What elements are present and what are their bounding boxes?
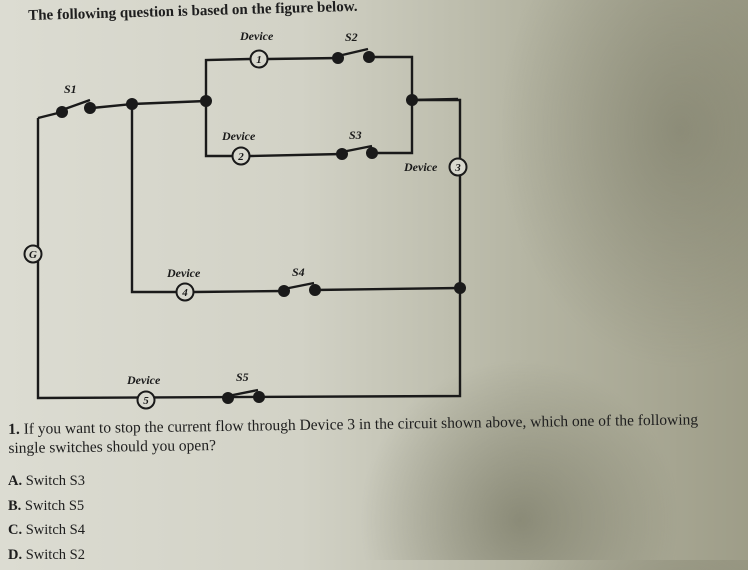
generator-label: G [29, 249, 37, 261]
device-1: Device 1 [239, 29, 274, 68]
switch-s2-label: S2 [345, 30, 358, 44]
option-letter: A. [8, 473, 22, 489]
option-text: Switch S3 [26, 473, 85, 489]
option-d[interactable]: D. Switch S2 [8, 546, 85, 570]
device-2-label: Device [221, 129, 256, 143]
generator: G [25, 246, 42, 263]
device-4-number: 4 [181, 287, 188, 299]
answer-options: A. Switch S3 B. Switch S5 C. Switch S4 D… [8, 472, 85, 570]
option-b[interactable]: B. Switch S5 [8, 497, 85, 522]
switch-s5-label: S5 [236, 370, 249, 384]
wire-left [38, 100, 460, 398]
option-text: Switch S2 [26, 547, 85, 563]
option-c[interactable]: C. Switch S4 [8, 521, 85, 546]
device-1-label: Device [239, 29, 274, 43]
device-5-number: 5 [143, 395, 149, 407]
junction-node [406, 94, 418, 106]
switch-s5[interactable]: S5 [222, 370, 265, 404]
device-4: Device 4 [166, 266, 201, 301]
option-text: Switch S4 [26, 522, 85, 538]
junction-node [200, 95, 212, 107]
option-a[interactable]: A. Switch S3 [8, 472, 85, 497]
switch-s4[interactable]: S4 [278, 265, 321, 297]
switch-s3-label: S3 [349, 128, 362, 142]
device-2-number: 2 [237, 151, 244, 163]
switch-s2[interactable]: S2 [332, 30, 375, 64]
switch-s4-label: S4 [292, 265, 305, 279]
question-body: If you want to stop the current flow thr… [8, 411, 698, 457]
device-3-number: 3 [454, 162, 461, 174]
option-letter: C. [8, 522, 22, 538]
device-5-label: Device [126, 373, 161, 387]
device-4-label: Device [166, 266, 201, 280]
question-number: 1. [8, 421, 20, 438]
option-text: Switch S5 [25, 498, 84, 514]
switch-s1-label: S1 [64, 82, 77, 96]
wire-device-3 [412, 99, 458, 100]
option-letter: B. [8, 498, 21, 514]
device-2: Device 2 [221, 129, 256, 165]
wire-branch-1 [206, 57, 412, 101]
option-letter: D. [8, 547, 22, 563]
device-3: 3 Device [403, 159, 467, 176]
circuit-diagram: S1 S2 S3 S4 S5 Device 1 Device 2 [0, 0, 748, 420]
switch-s1[interactable]: S1 [56, 82, 96, 118]
device-5: Device 5 [126, 373, 161, 409]
device-1-number: 1 [256, 54, 262, 66]
junction-node [454, 282, 466, 294]
switch-s3[interactable]: S3 [336, 128, 378, 160]
junction-node [126, 98, 138, 110]
device-3-label: Device [403, 160, 438, 174]
